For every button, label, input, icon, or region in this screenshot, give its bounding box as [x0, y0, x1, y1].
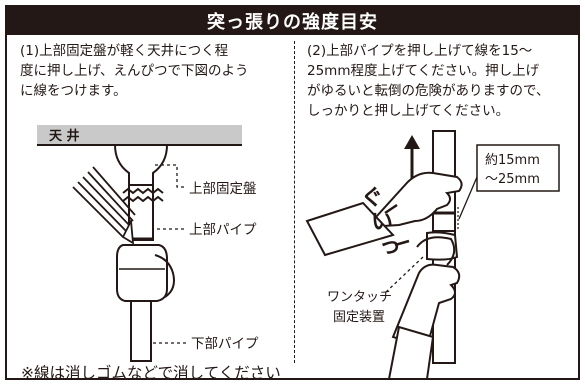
step-1-illustration: 天 井 上部固定盤 上部パイプ 下部パイプ	[37, 125, 259, 362]
up-arrow-icon	[404, 135, 420, 179]
ceiling-shape	[37, 125, 242, 145]
footnote: ※線は消しゴムなどで消してください	[21, 364, 281, 382]
step-2-line: がゆるいと転倒の危険がありますので、	[307, 83, 550, 99]
instruction-panel: 突っ張りの強度目安 (1)上部固定盤が軽く天井につく程 度に押し上げ、えんぴつで…	[5, 5, 580, 382]
step-1-line: (1)上部固定盤が軽く天井につく程	[20, 43, 229, 59]
step-2-illustration: ぐ い っ 約15mm ～25mm ワンタッチ 固定装置	[305, 130, 560, 380]
step-2-line: (2)上部パイプを押し上げて線を15～	[307, 43, 533, 59]
sound-effect-char: い	[371, 210, 393, 235]
pencil-icon	[72, 166, 136, 245]
callout-line: 約15mm	[485, 153, 540, 168]
callout-box	[476, 144, 560, 192]
step-1-line: に線をつけます。	[20, 83, 127, 99]
upper-plate-label: 上部固定盤	[189, 181, 257, 197]
step-1-line: 度に押し上げ、えんぴつで下図のよう	[20, 63, 249, 79]
lower-pipe-label: 下部パイプ	[191, 336, 259, 352]
ceiling-label: 天 井	[49, 128, 80, 144]
upper-pipe-label: 上部パイプ	[189, 222, 257, 238]
upper-hand-shape	[364, 171, 463, 229]
step-1-text: (1)上部固定盤が軽く天井につく程 度に押し上げ、えんぴつで下図のよう に線をつ…	[20, 41, 282, 101]
step-2-line: 25mm程度上げてください。押し上げ	[307, 63, 540, 79]
sound-effect-char: っ	[379, 234, 401, 259]
step-2-text: (2)上部パイプを押し上げて線を15～ 25mm程度上げてください。押し上げ が…	[307, 41, 579, 121]
lock-label-line: ワンタッチ	[327, 290, 392, 305]
lower-hand-shape	[391, 263, 461, 349]
callout-line: ～25mm	[485, 172, 540, 187]
lower-pipe-shape	[130, 300, 152, 362]
column-divider	[294, 41, 295, 363]
sound-effect-char: ぐ	[361, 186, 383, 211]
lock-label-line: 固定装置	[333, 310, 385, 325]
panel-title: 突っ張りの強度目安	[7, 7, 578, 35]
step-2-line: しっかりと押し上げてください。	[307, 103, 510, 119]
lock-device-shape	[116, 244, 168, 302]
